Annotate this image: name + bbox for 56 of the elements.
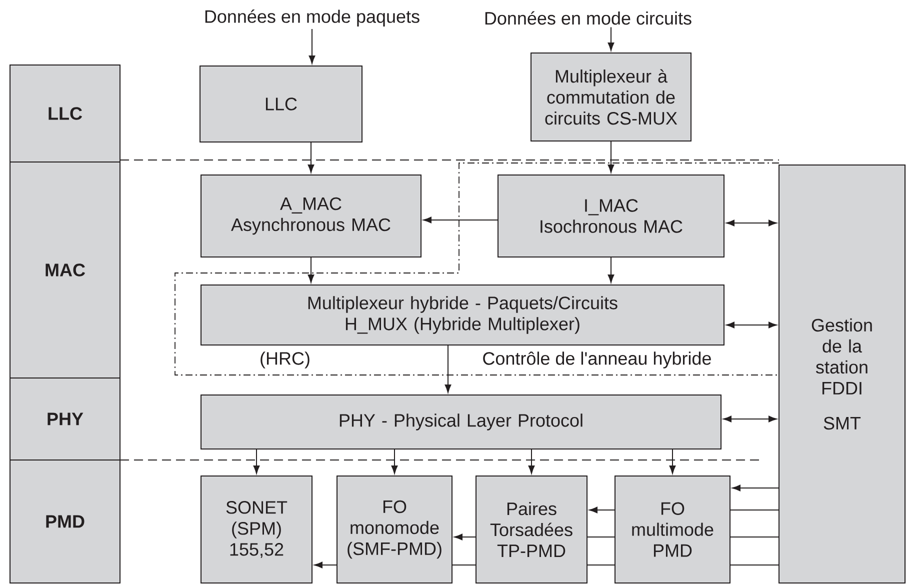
region-label: (HRC): [260, 352, 310, 368]
arrow: [608, 257, 614, 283]
node-label: PHY - Physical Layer Protocol: [340, 414, 582, 430]
node-label: SONET (SPM) 155,52: [226, 501, 288, 558]
arrow: [608, 141, 614, 173]
layer-box: [10, 64, 120, 162]
arrow: [723, 416, 777, 422]
node-label: H_MUX (Hybride Multiplexer): [346, 317, 580, 334]
node-label: PHY: [48, 412, 84, 426]
arrow: [528, 449, 535, 474]
arrow: [314, 562, 337, 568]
arrow: [732, 484, 779, 492]
node-label: Multiplexeur hybride - Paquets/Circuits: [308, 296, 618, 313]
process-box: [200, 284, 724, 346]
arrow: [308, 28, 316, 64]
node-label: Isochronous MAC: [540, 220, 682, 233]
arrow: [391, 449, 398, 474]
node-label: FO monomode (SMF-PMD): [348, 500, 442, 559]
arrow: [423, 216, 498, 224]
process-box: [200, 476, 312, 584]
process-box: [476, 476, 588, 584]
node-label: Paires Torsadées TP-PMD: [490, 502, 572, 558]
layer-box: [10, 460, 120, 584]
arrow: [608, 26, 614, 51]
arrow: [308, 257, 314, 283]
process-box: [614, 476, 730, 584]
arrow: [726, 322, 777, 328]
node-label: LLC: [48, 107, 82, 120]
node-label: I_MAC: [585, 199, 638, 216]
node-label: MAC: [46, 264, 86, 276]
arrow: [669, 449, 676, 474]
process-box: [336, 476, 452, 584]
process-box: [530, 52, 692, 142]
arrow: [726, 220, 777, 226]
arrow: [253, 449, 260, 474]
management-box: [778, 164, 906, 584]
input-label: Données en mode circuits: [485, 11, 692, 25]
region-label: Contrôle de l'anneau hybride: [483, 352, 711, 368]
node-label: PMD: [46, 515, 84, 528]
node-label: Asynchronous MAC: [231, 218, 390, 235]
node-label: Multiplexeur à commutation de circuits CS-MUX: [545, 69, 678, 125]
node-label: FO multimode PMD: [632, 502, 714, 557]
node-label: LLC: [266, 98, 297, 110]
arrow: [308, 142, 314, 173]
process-box: [200, 66, 362, 142]
process-box: [498, 174, 724, 258]
layer-box: [10, 378, 120, 460]
node-label: A_MAC: [280, 197, 342, 214]
node-label: SMT: [824, 416, 861, 430]
arrow: [454, 534, 476, 540]
input-label: Données en mode paquets: [205, 10, 420, 26]
arrow: [589, 506, 615, 514]
process-box: [200, 174, 422, 258]
node-label: Gestion de la station FDDI: [812, 318, 872, 394]
arrow: [444, 345, 452, 393]
process-box: [200, 394, 722, 450]
